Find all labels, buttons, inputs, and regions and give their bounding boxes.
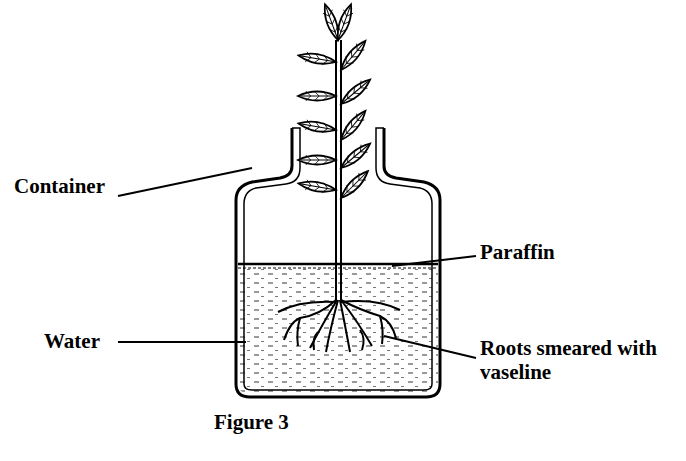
plant-stem bbox=[336, 40, 341, 300]
figure-caption: Figure 3 bbox=[214, 410, 289, 434]
paraffin-layer bbox=[238, 268, 438, 269]
container-outline bbox=[236, 128, 440, 397]
part-label: Paraffin bbox=[480, 240, 555, 264]
leader-lines bbox=[118, 168, 476, 358]
water-body bbox=[238, 266, 438, 394]
part-label: Water bbox=[44, 329, 100, 353]
plant-roots bbox=[278, 300, 400, 352]
plant-leaves bbox=[298, 3, 374, 202]
part-label: Roots smeared with vaseline bbox=[480, 336, 680, 384]
container-wall bbox=[244, 128, 432, 390]
part-label: Container bbox=[14, 174, 105, 198]
